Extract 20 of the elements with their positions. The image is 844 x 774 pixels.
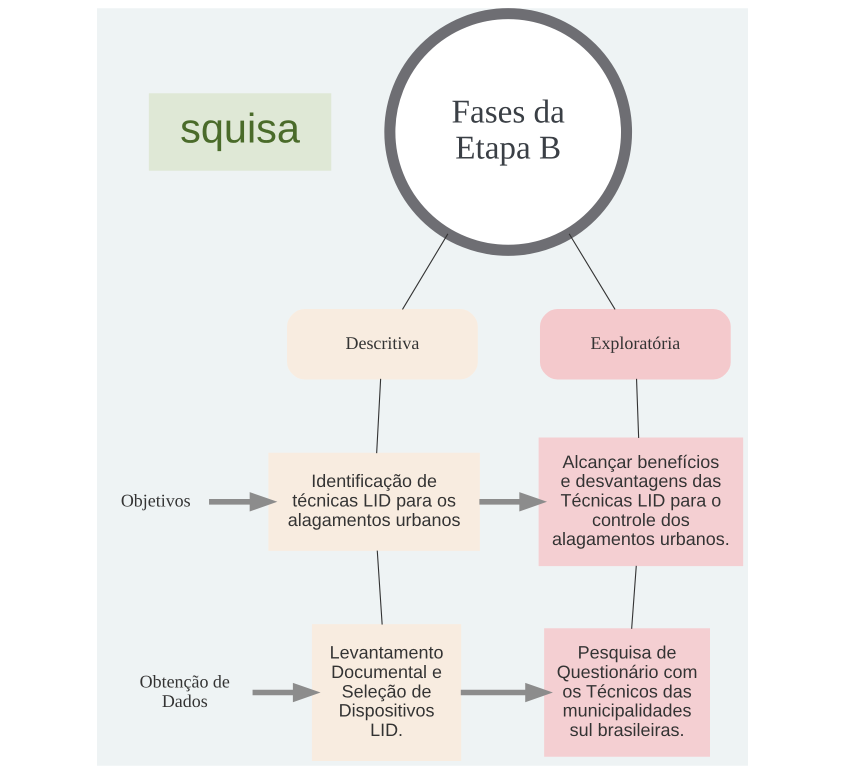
arrow: [208, 492, 277, 512]
node-box: Pesquisa de Questionário com os Técnicos das municipalidades sul brasileiras.: [544, 628, 710, 757]
node-box: Alcançar benefícios e desvantagens das Técnicas LID para o controle dos alagamentos urbanos.: [538, 438, 743, 566]
connector: [568, 234, 616, 310]
node-text: Obtenção de Dados: [139, 672, 230, 711]
node-box: squisa: [148, 93, 331, 171]
node-box: Descritiva: [286, 309, 478, 380]
connector: [376, 378, 381, 454]
node-box: Exploratória: [539, 309, 730, 380]
connector: [635, 378, 639, 438]
arrow: [252, 682, 320, 702]
node-box: Levantamento Documental e Seleção de Dispositivos LID.: [311, 624, 461, 761]
node-text: Objetivos: [120, 490, 190, 510]
connector: [402, 234, 448, 310]
node-box: Identificação de técnicas LID para os alagamentos urbanos: [268, 452, 480, 551]
connector: [376, 550, 382, 625]
node-circle: Fases da Etapa B: [384, 8, 632, 256]
connector: [630, 566, 636, 629]
arrow: [460, 682, 552, 702]
arrow: [478, 492, 547, 512]
